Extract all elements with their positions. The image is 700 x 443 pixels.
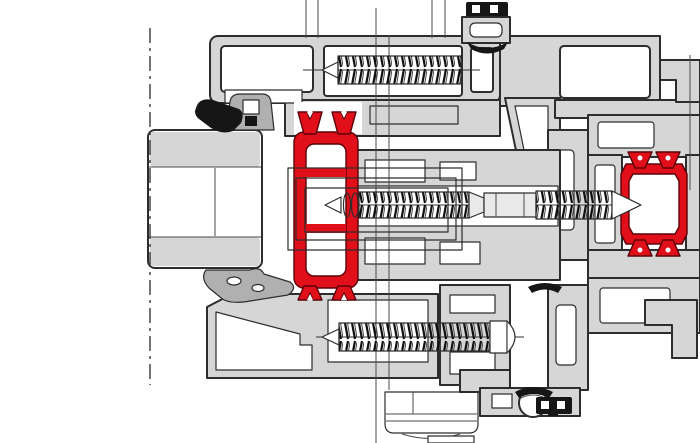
- black-gaskets: [195, 2, 572, 416]
- gasket-top-clip: [461, 2, 511, 54]
- bottom-extension-profile: [384, 391, 479, 443]
- glazing-unit: [147, 129, 263, 269]
- screw-top: [321, 55, 462, 85]
- gasket-top-left: [195, 99, 243, 133]
- screw-middle: [324, 190, 642, 220]
- glazing-gasket: [203, 268, 295, 303]
- thermal-break-right: [620, 151, 688, 257]
- gasket-crescent-mid: [528, 283, 562, 293]
- thermal-break-main: [293, 111, 359, 301]
- screw-bottom-head: [489, 320, 508, 354]
- screws: [321, 55, 642, 354]
- gasket-crescent-bulb: [515, 387, 553, 398]
- gasket-bottom-right: [536, 397, 572, 416]
- right-hook-bottom: [644, 299, 698, 359]
- thermal-breaks: [293, 111, 688, 301]
- right-hook-top: [659, 59, 700, 103]
- screw-bottom: [321, 320, 516, 354]
